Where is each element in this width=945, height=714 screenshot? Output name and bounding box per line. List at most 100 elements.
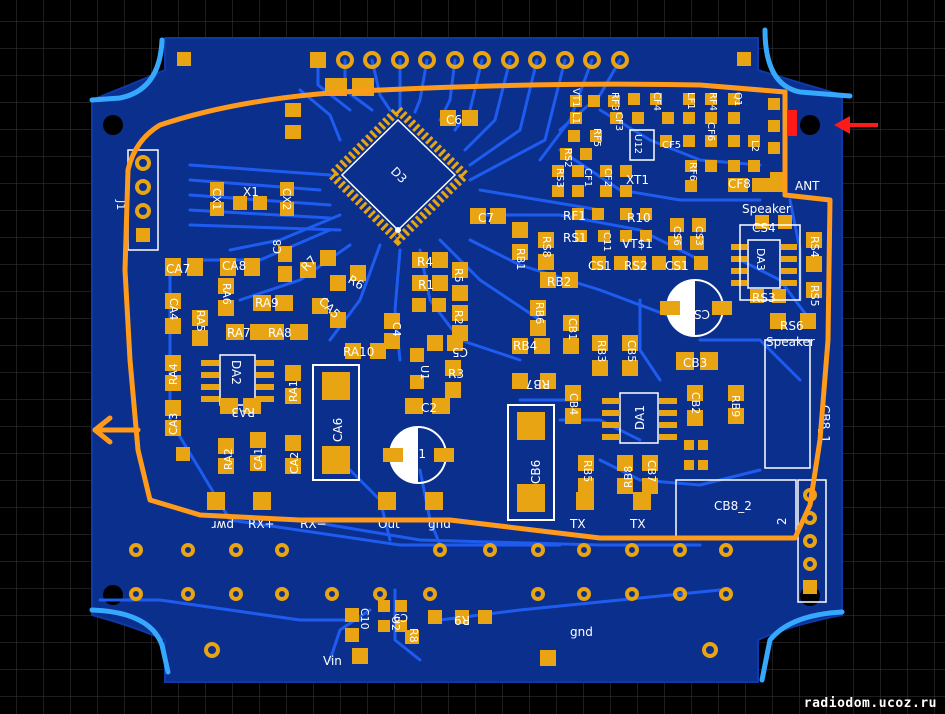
label-ca6: CA6 xyxy=(331,418,345,442)
label-cf2: CF2 xyxy=(602,168,613,187)
top-header-pads xyxy=(177,51,751,69)
label-c7: C7 xyxy=(478,211,494,225)
through-hole-pads xyxy=(129,447,817,666)
label-vt1: VT1 xyxy=(570,88,581,107)
label-c11: C11 xyxy=(601,232,612,252)
label-rs6: RS6 xyxy=(780,319,804,333)
label-ca4: CA4 xyxy=(167,298,180,320)
electrolytic-capacitors xyxy=(383,279,732,484)
label-r4: R4 xyxy=(417,255,433,269)
label-cs2: CS2 xyxy=(686,307,710,321)
label-xt1: XT1 xyxy=(626,173,649,187)
label-rs3x: RS3 xyxy=(554,168,565,188)
label-r9: R9 xyxy=(454,613,470,627)
label-rb4: RB4 xyxy=(513,339,537,353)
label-c4: C4 xyxy=(390,322,403,337)
label-tx-2: TX xyxy=(629,517,646,531)
label-2: 2 xyxy=(775,517,789,525)
label-rf4: RF4 xyxy=(707,92,718,111)
label-r10: R10 xyxy=(627,211,651,225)
label-cb4: CB4 xyxy=(567,393,580,415)
label-r6: R6 xyxy=(346,272,367,292)
watermark: radiodom.ucoz.ru xyxy=(803,696,937,711)
label-cb5: CB5 xyxy=(625,340,638,362)
label-r5: R5 xyxy=(452,268,465,283)
label-ra8: RA8 xyxy=(268,326,292,340)
label-l2: L2 xyxy=(749,140,760,152)
label-j1: J1 xyxy=(114,199,127,210)
label-c10: C10 xyxy=(358,608,371,630)
label-c5: C5 xyxy=(452,345,468,359)
label-cb6: CB6 xyxy=(529,460,543,484)
label-cf4: CF4 xyxy=(651,92,662,111)
label-ca2: CA2 xyxy=(288,452,301,474)
label-pwr: pwr xyxy=(212,518,234,532)
label-rb1: RB1 xyxy=(514,248,527,270)
label-rb6: RB6 xyxy=(533,302,546,324)
label-cs1b: CS1 xyxy=(665,259,689,273)
smd-pads xyxy=(165,78,822,644)
label-cs6: CS6 xyxy=(671,226,682,246)
label-ra6: RA6 xyxy=(220,283,233,305)
label-gnd-2: gnd xyxy=(570,625,593,639)
label-ra1: RA1 xyxy=(287,380,300,402)
label-u2: U2 xyxy=(389,616,402,631)
red-arrow-marker xyxy=(787,110,878,136)
label-rf6: RF6 xyxy=(687,162,698,181)
label-rf1: RF1 xyxy=(563,209,586,223)
label-r2: R2 xyxy=(452,310,465,325)
label-rb8: RB8 xyxy=(622,466,635,488)
label-vin: Vin xyxy=(323,654,342,668)
label-ant: ANT xyxy=(795,179,820,193)
label-cb7: CB7 xyxy=(645,460,658,482)
label-da3: DA3 xyxy=(754,248,767,271)
label-cx1: CX1 xyxy=(210,188,223,210)
label-lf1: LF1 xyxy=(685,92,696,110)
label-cs1: CS1 xyxy=(588,259,612,273)
label-vts1: VT$1 xyxy=(622,237,653,251)
label-u12: U12 xyxy=(632,134,643,154)
label-l1: L1 xyxy=(570,112,581,124)
label-ra9: RA9 xyxy=(255,296,279,310)
soic-chips xyxy=(201,239,797,444)
silkscreen-labels: J1 CX1 X1 CX2 D3 C6 C7 C8 CA7 CA8 R7 R6 … xyxy=(114,88,832,668)
label-ra10: RA10 xyxy=(343,345,374,359)
label-rb9: RB9 xyxy=(729,395,742,417)
label-ra4: RA4 xyxy=(167,363,180,385)
label-rs4: RS4 xyxy=(808,236,821,258)
label-cf3: CF3 xyxy=(613,112,624,131)
label-cb1: CB1 xyxy=(566,318,579,340)
label-rs3: RS3 xyxy=(752,291,776,305)
orange-highlight-outline xyxy=(92,81,833,541)
label-rs5: RS5 xyxy=(808,285,821,307)
label-cf1: CF1 xyxy=(582,168,593,187)
label-c1: C1 xyxy=(410,447,426,461)
label-cx2: CX2 xyxy=(280,188,293,210)
label-r3: R3 xyxy=(448,367,464,381)
label-ca7: CA7 xyxy=(166,262,190,276)
label-ra2: RA2 xyxy=(222,448,235,470)
label-ca1: CA1 xyxy=(252,448,265,470)
label-cf5: CF5 xyxy=(662,140,681,151)
label-ca8: CA8 xyxy=(222,259,246,273)
blue-corner-marks xyxy=(89,27,853,683)
label-cs3: CS3 xyxy=(693,226,704,246)
label-rb2: RB2 xyxy=(547,275,571,289)
label-q1: Q1 xyxy=(732,92,743,106)
label-tx-1: TX xyxy=(569,517,586,531)
label-ra7: RA7 xyxy=(227,326,251,340)
tantalum-capacitors xyxy=(312,364,555,521)
label-ra3: RA3 xyxy=(231,405,255,419)
label-rb3: RB3 xyxy=(595,340,608,362)
label-cb2: CB2 xyxy=(689,392,702,414)
label-r1: R1 xyxy=(418,278,434,292)
label-rs8: RS8 xyxy=(540,236,553,258)
label-cf6: CF6 xyxy=(705,122,716,141)
label-speaker2: Speaker xyxy=(766,335,815,349)
label-c8: C8 xyxy=(271,239,284,254)
label-da2: DA2 xyxy=(229,360,243,385)
label-cs4: CS4 xyxy=(752,221,776,235)
label-rf5: RF5 xyxy=(591,128,602,147)
label-c2: C2 xyxy=(421,401,437,415)
